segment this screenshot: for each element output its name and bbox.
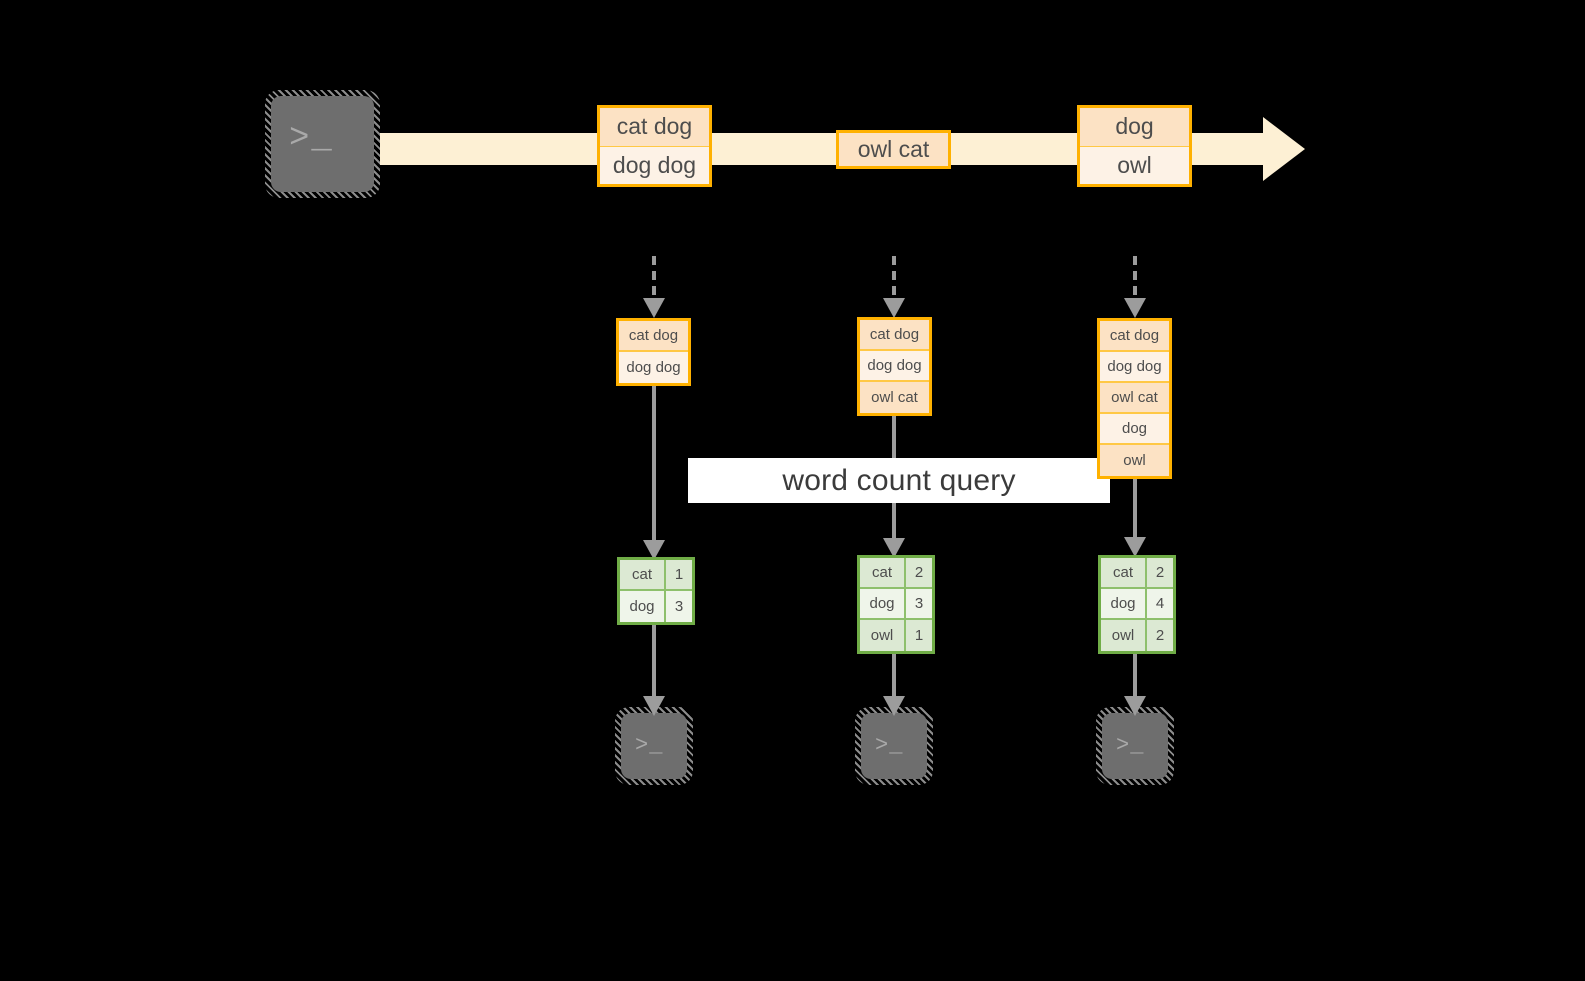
query-label-band: word count query (688, 458, 1110, 503)
result-word-cell: dog (620, 591, 666, 622)
terminal-face (621, 713, 687, 779)
trigger-1-ingest-arrow (643, 256, 665, 318)
trigger-2-sink-arrow (883, 654, 905, 716)
result-word-cell: owl (1101, 620, 1147, 651)
trigger-1-sink-arrow (643, 625, 665, 716)
stream-message-line: owl (1080, 146, 1189, 184)
trigger-1-result-table[interactable]: cat 1 dog 3 (617, 557, 695, 625)
result-count-cell: 3 (906, 589, 932, 618)
terminal-prompt-glyph: >_ (289, 120, 334, 158)
source-terminal-icon[interactable]: >_ (265, 90, 380, 198)
stream-message-batch-2[interactable]: owl cat (836, 130, 951, 169)
result-table-row: dog 4 (1101, 589, 1173, 620)
input-table-row: dog dog (619, 352, 688, 383)
input-table-row: owl cat (1100, 383, 1169, 414)
result-table-row: cat 2 (860, 558, 932, 589)
input-table-row: dog dog (860, 351, 929, 382)
result-table-row: dog 3 (620, 591, 692, 622)
result-count-cell: 1 (906, 620, 932, 651)
terminal-prompt-glyph: >_ (635, 733, 664, 758)
input-table-row: cat dog (860, 320, 929, 351)
terminal-face (1102, 713, 1168, 779)
trigger-2-result-table[interactable]: cat 2 dog 3 owl 1 (857, 555, 935, 654)
terminal-face (861, 713, 927, 779)
stream-message-batch-3[interactable]: dog owl (1077, 105, 1192, 187)
stream-arrow-head (1263, 117, 1305, 181)
result-word-cell: cat (620, 560, 666, 589)
query-label: word count query (782, 463, 1016, 497)
terminal-face (271, 96, 374, 192)
terminal-prompt-glyph: >_ (1116, 733, 1145, 758)
trigger-2-sink-terminal-icon[interactable]: >_ (855, 707, 933, 785)
result-word-cell: owl (860, 620, 906, 651)
result-count-cell: 3 (666, 591, 692, 622)
result-table-row: dog 3 (860, 589, 932, 620)
trigger-1-sink-terminal-icon[interactable]: >_ (615, 707, 693, 785)
input-table-row: cat dog (1100, 321, 1169, 352)
input-table-row: owl (1100, 445, 1169, 476)
trigger-3-sink-terminal-icon[interactable]: >_ (1096, 707, 1174, 785)
result-count-cell: 4 (1147, 589, 1173, 618)
result-count-cell: 1 (666, 560, 692, 589)
stream-message-line: dog dog (600, 146, 709, 184)
trigger-3-sink-arrow (1124, 654, 1146, 716)
input-table-row: cat dog (619, 321, 688, 352)
trigger-3-input-table[interactable]: cat dog dog dog owl cat dog owl (1097, 318, 1172, 479)
input-table-row: dog (1100, 414, 1169, 445)
trigger-2-ingest-arrow (883, 256, 905, 318)
stream-message-line: dog (1080, 108, 1189, 147)
result-word-cell: dog (1101, 589, 1147, 618)
result-count-cell: 2 (1147, 558, 1173, 587)
result-table-row: owl 1 (860, 620, 932, 651)
input-table-row: owl cat (860, 382, 929, 413)
result-word-cell: cat (860, 558, 906, 587)
terminal-prompt-glyph: >_ (875, 733, 904, 758)
result-table-row: owl 2 (1101, 620, 1173, 651)
result-word-cell: cat (1101, 558, 1147, 587)
result-table-row: cat 2 (1101, 558, 1173, 589)
stream-message-line: cat dog (600, 108, 709, 147)
result-table-row: cat 1 (620, 560, 692, 591)
stream-message-line: owl cat (839, 133, 948, 166)
trigger-3-result-table[interactable]: cat 2 dog 4 owl 2 (1098, 555, 1176, 654)
trigger-3-ingest-arrow (1124, 256, 1146, 318)
result-word-cell: dog (860, 589, 906, 618)
result-count-cell: 2 (1147, 620, 1173, 651)
trigger-1-input-table[interactable]: cat dog dog dog (616, 318, 691, 386)
trigger-3-query-arrow (1124, 475, 1146, 557)
trigger-2-input-table[interactable]: cat dog dog dog owl cat (857, 317, 932, 416)
trigger-1-query-arrow (643, 386, 665, 560)
input-table-row: dog dog (1100, 352, 1169, 383)
stream-message-batch-1[interactable]: cat dog dog dog (597, 105, 712, 187)
result-count-cell: 2 (906, 558, 932, 587)
